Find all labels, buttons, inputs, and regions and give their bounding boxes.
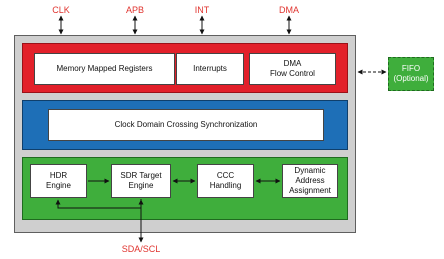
int-label: INT bbox=[194, 5, 210, 15]
hdr-engine-box: HDR Engine bbox=[30, 164, 87, 198]
dynamic-address-assignment-box: Dynamic Address Assignment bbox=[282, 164, 338, 198]
sda-scl-label: SDA/SCL bbox=[121, 244, 161, 254]
ccc-handling-box: CCC Handling bbox=[197, 164, 254, 198]
dma-label: DMA bbox=[279, 5, 299, 15]
clk-label: CLK bbox=[52, 5, 70, 15]
dma-flow-control-box: DMA Flow Control bbox=[249, 53, 336, 85]
memory-mapped-registers-box: Memory Mapped Registers bbox=[34, 53, 175, 85]
feedback-path bbox=[55, 199, 142, 209]
fifo-optional-box: FIFO (Optional) bbox=[388, 57, 434, 91]
apb-label: APB bbox=[125, 5, 144, 15]
sdr-target-engine-box: SDR Target Engine bbox=[111, 164, 171, 198]
interrupts-box: Interrupts bbox=[176, 53, 244, 85]
clock-domain-crossing-box: Clock Domain Crossing Synchronization bbox=[48, 109, 324, 141]
